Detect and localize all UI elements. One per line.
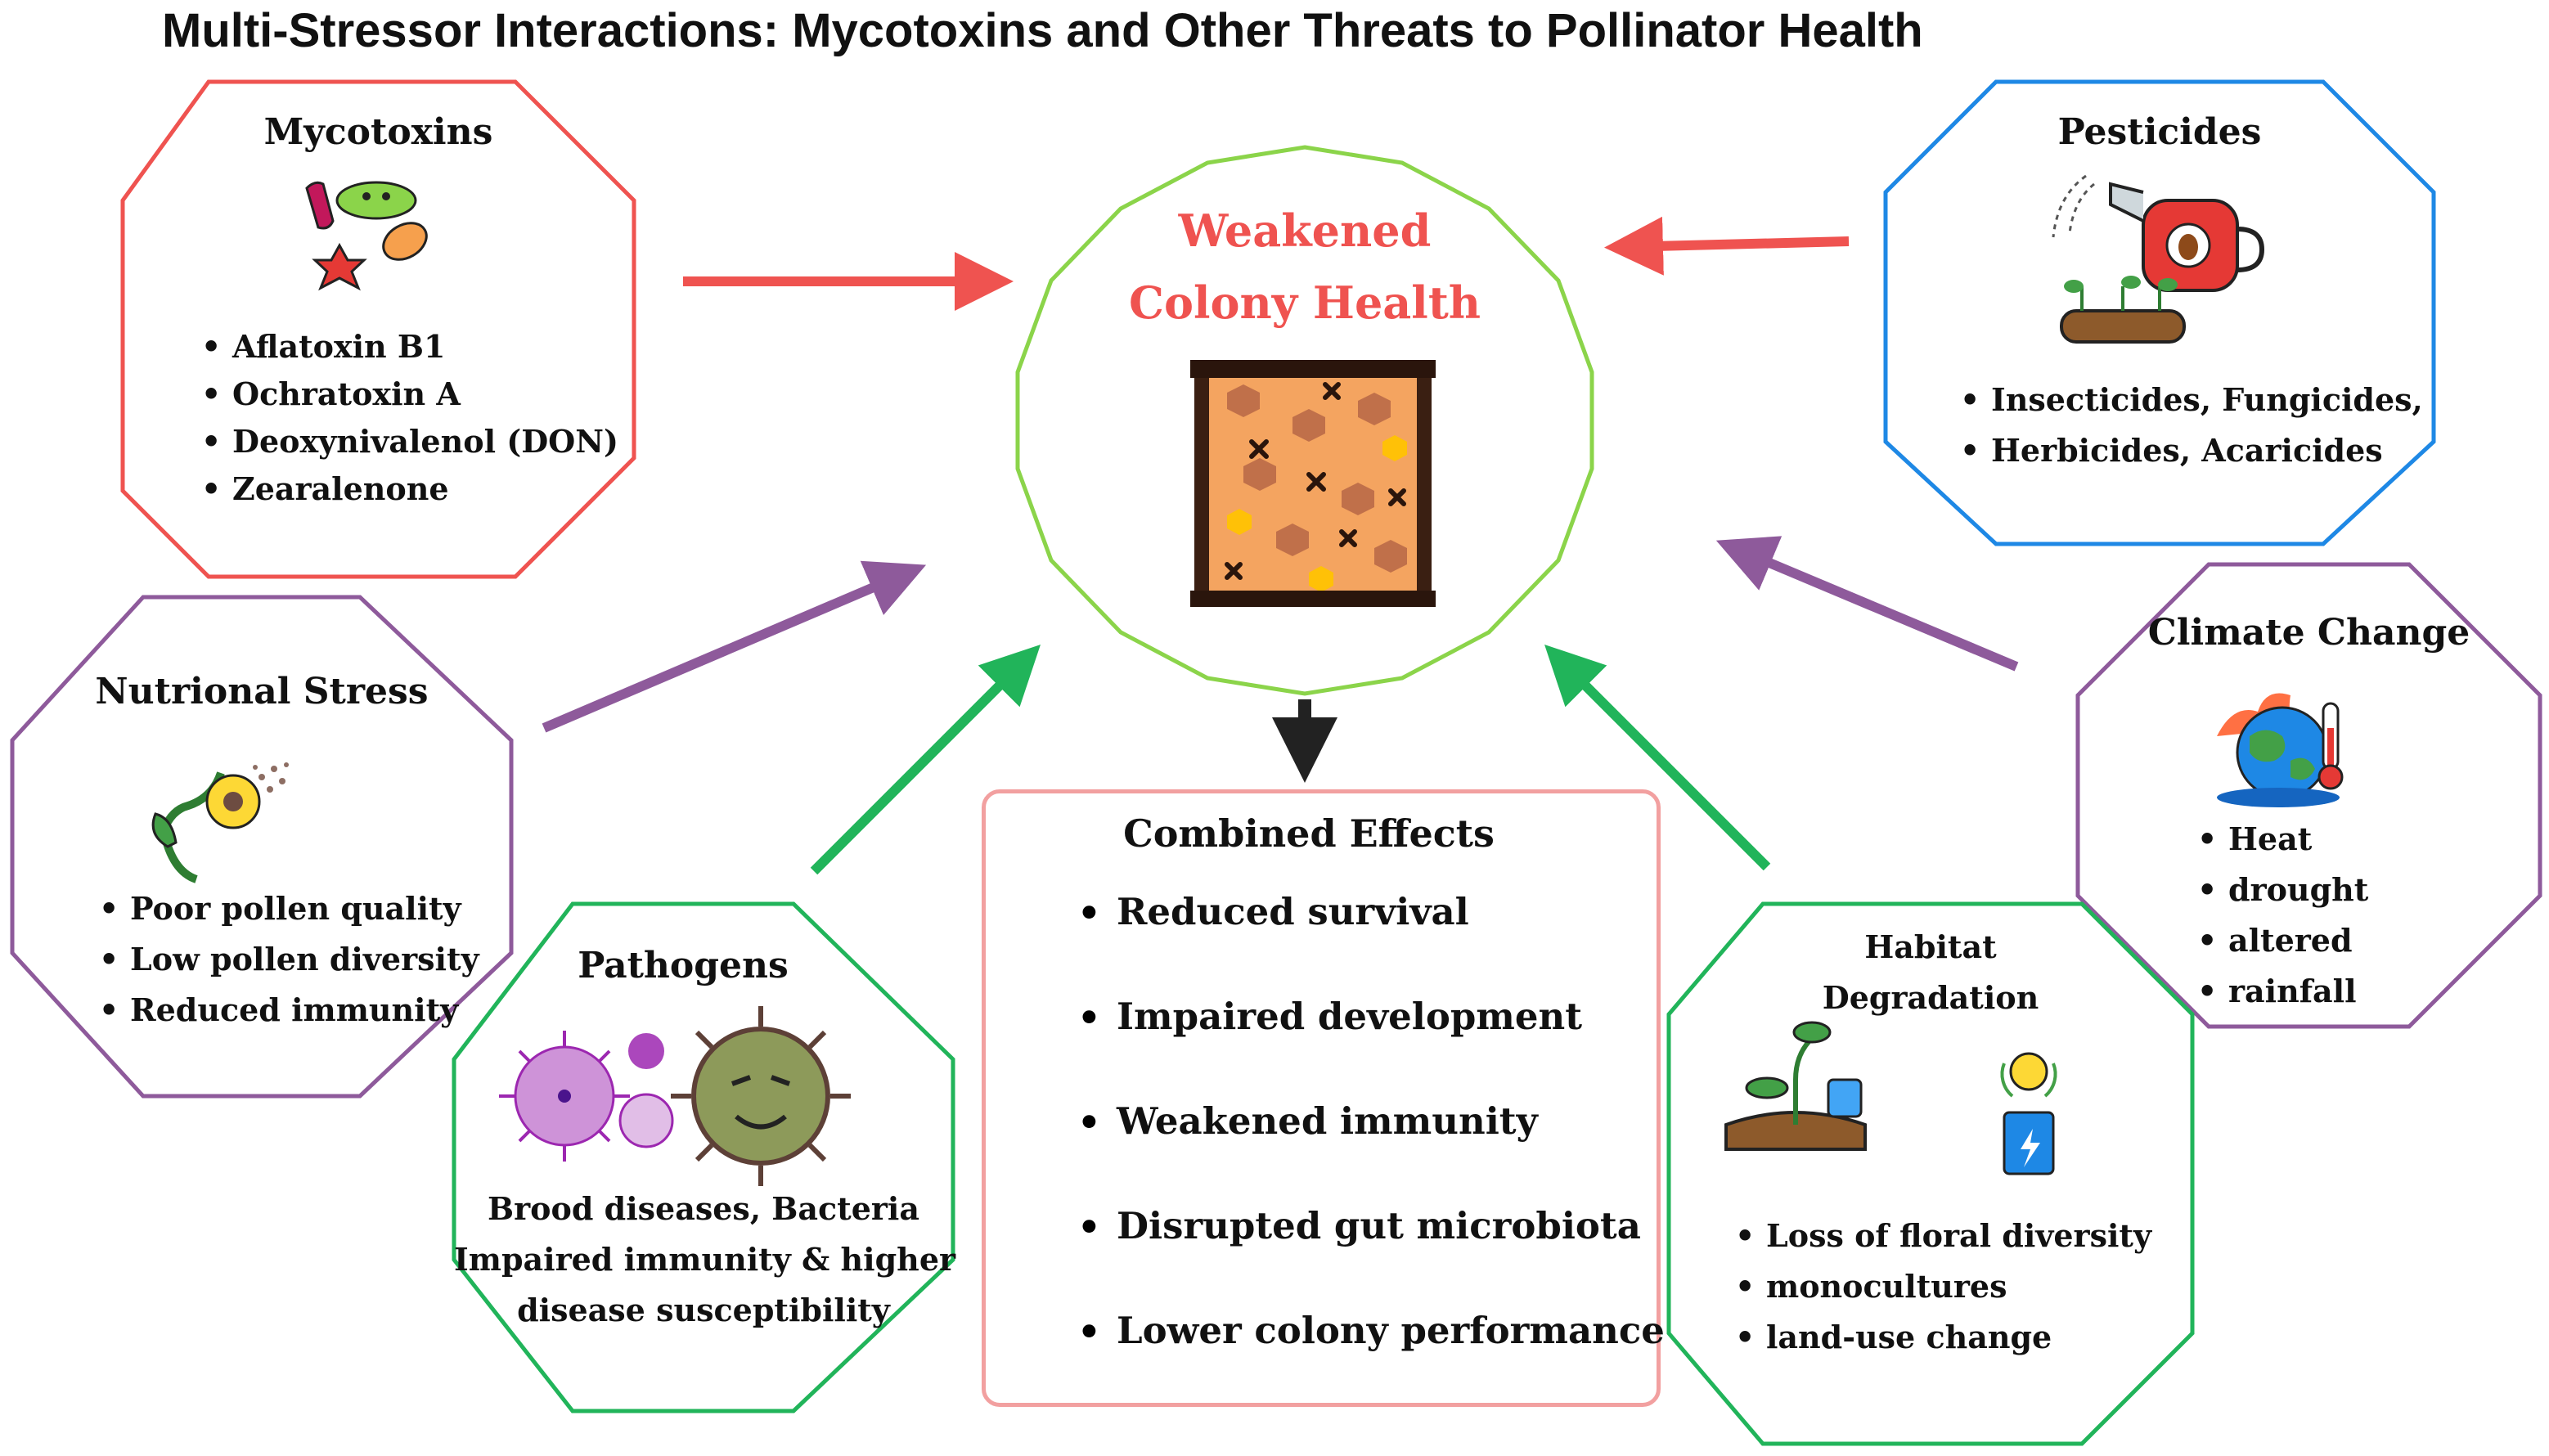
effect-row: •Reduced survival (1077, 890, 1469, 935)
effects-title: Combined Effects (1123, 811, 1495, 856)
habitat-title-line2: Degradation (1822, 979, 2039, 1016)
combined-effects-panel: Combined Effects •Reduced survival •Impa… (982, 789, 1665, 1407)
effect-label: Disrupted gut microbiota (1117, 1204, 1641, 1247)
effect-label: Lower colony performance (1117, 1309, 1665, 1352)
sprayer-icon (2052, 174, 2265, 344)
nutrition-title: Nutrional Stress (95, 671, 429, 712)
list-item: Herbicides, Acaricides (1955, 425, 2423, 476)
earth-fire-icon (2217, 693, 2344, 807)
pathogens-title: Pathogens (578, 945, 789, 986)
climate-list: Heat drought altered rainfall (2192, 814, 2368, 1017)
effect-row: •Disrupted gut microbiota (1077, 1204, 1641, 1249)
arrow-nutrition (542, 560, 927, 733)
microbes-icon (305, 181, 428, 291)
arrow-climate (1715, 536, 2019, 672)
pathogens-frame (452, 901, 955, 1413)
habitat-title-line1: Habitat (1864, 928, 1997, 965)
list-item: Aflatoxin B1 (196, 323, 618, 371)
pathogens-line-2: Impaired immunity & higher (454, 1241, 956, 1278)
arrow-pathogens (810, 645, 1041, 875)
list-item: Low pollen diversity (94, 934, 479, 985)
list-item: Poor pollen quality (94, 883, 479, 934)
effect-label: Impaired development (1117, 995, 1583, 1038)
list-item: Ochratoxin A (196, 371, 618, 418)
nutrition-list: Poor pollen quality Low pollen diversity… (94, 883, 479, 1036)
list-item: Insecticides, Fungicides, (1955, 375, 2423, 425)
effect-row: •Weakened immunity (1077, 1099, 1538, 1144)
figure-title: Multi-Stressor Interactions: Mycotoxins … (162, 4, 1923, 57)
list-item: drought (2192, 865, 2368, 915)
center-label-line2: Colony Health (1128, 276, 1481, 329)
effect-label: Weakened immunity (1117, 1099, 1538, 1143)
pesticides-title: Pesticides (2057, 111, 2262, 153)
soil-plant-icon (1724, 1021, 1867, 1151)
list-item: land-use change (1730, 1312, 2151, 1363)
pathogens-line-3: disease susceptibility (517, 1292, 890, 1328)
list-item: Zearalenone (196, 465, 618, 513)
effect-row: •Lower colony performance (1077, 1309, 1665, 1354)
mycotoxins-list: Aflatoxin B1 Ochratoxin A Deoxynivalenol… (196, 323, 618, 513)
list-item: monocultures (1730, 1261, 2151, 1312)
list-item: Deoxynivalenol (DON) (196, 418, 618, 465)
center-label-line1: Weakened (1178, 204, 1432, 257)
mycotoxins-title: Mycotoxins (263, 111, 493, 153)
arrow-habitat (1544, 645, 1771, 871)
habitat-list: Loss of floral diversity monocultures la… (1730, 1211, 2151, 1363)
list-item: Loss of floral diversity (1730, 1211, 2151, 1261)
battery-bulb-icon (2000, 1052, 2057, 1175)
arrow-pesticides (1604, 216, 1850, 276)
list-item: altered (2192, 915, 2368, 966)
pathogens-line-1: Brood diseases, Bacteria (488, 1190, 919, 1227)
hive-frame-icon (1190, 360, 1436, 607)
list-item: Heat (2192, 814, 2368, 865)
list-item: rainfall (2192, 966, 2368, 1017)
pesticides-list: Insecticides, Fungicides, Herbicides, Ac… (1955, 375, 2423, 476)
effect-label: Reduced survival (1117, 890, 1469, 933)
flower-pollen-icon (151, 762, 289, 883)
effect-row: •Impaired development (1077, 995, 1583, 1040)
climate-title: Climate Change (2147, 612, 2470, 654)
list-item: Reduced immunity (94, 985, 479, 1036)
virus-icon (499, 1006, 851, 1186)
